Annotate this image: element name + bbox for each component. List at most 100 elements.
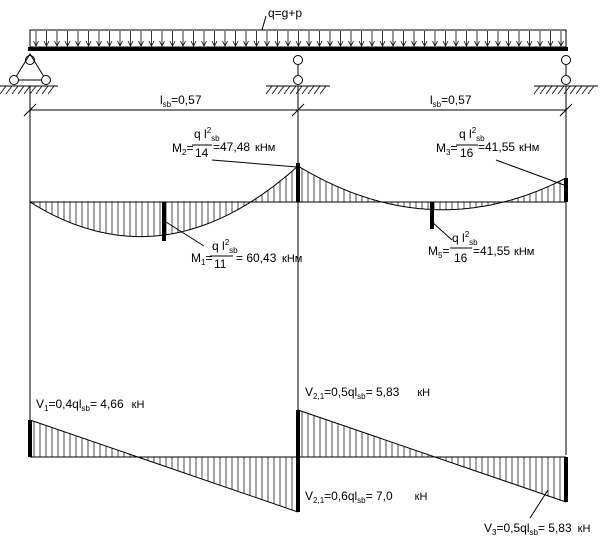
load-arrow-head bbox=[295, 40, 302, 47]
svg-text:кНм: кНм bbox=[514, 246, 534, 258]
load-arrow-head bbox=[180, 40, 186, 47]
svg-text:кНм: кНм bbox=[519, 142, 539, 154]
load-arrows bbox=[33, 31, 564, 47]
load-leader bbox=[261, 15, 267, 31]
hatch-stroke bbox=[551, 85, 559, 95]
moment-label-m3: M3= q l2sb 16 =41,55 кНм bbox=[436, 126, 539, 160]
moment-label-m2: M2= q l2sb 14 =47,48 кНм bbox=[172, 126, 275, 160]
load-arrow-head bbox=[400, 40, 407, 47]
hatch-stroke bbox=[539, 85, 547, 95]
load-arrow-head bbox=[211, 40, 218, 47]
leader-m3 bbox=[495, 159, 565, 186]
dimension-tick bbox=[23, 103, 37, 117]
load-arrow-head bbox=[537, 40, 543, 47]
load-arrow-head bbox=[148, 40, 155, 47]
hatch-stroke bbox=[23, 85, 31, 95]
load-arrow-head bbox=[106, 40, 113, 47]
load-arrow-head bbox=[411, 40, 417, 47]
shear-hatching bbox=[33, 411, 561, 510]
svg-text:M5=: M5= bbox=[428, 244, 449, 260]
load-arrow-head bbox=[442, 40, 449, 47]
load-arrow-head bbox=[285, 40, 291, 47]
load-arrow-head bbox=[379, 40, 386, 47]
hatch-stroke bbox=[271, 85, 279, 95]
load-arrow-head bbox=[358, 40, 365, 47]
load-arrow-head bbox=[432, 40, 438, 47]
load-arrow-head bbox=[337, 40, 344, 47]
hatch-stroke bbox=[35, 85, 43, 95]
support-right bbox=[533, 55, 598, 95]
load-arrow-head bbox=[159, 40, 165, 47]
hatch-stroke bbox=[277, 85, 285, 95]
hatch-stroke bbox=[313, 85, 321, 95]
hatch-stroke bbox=[575, 85, 583, 95]
load-arrow-head bbox=[232, 40, 239, 47]
load-arrow-head bbox=[33, 40, 39, 47]
svg-text:M1=: M1= bbox=[191, 251, 212, 267]
shear-line-span1 bbox=[29, 419, 299, 513]
load-arrow-head bbox=[369, 40, 375, 47]
load-arrow-head bbox=[453, 40, 459, 47]
support-triangle bbox=[13, 53, 47, 81]
ground-hatch bbox=[265, 85, 327, 95]
support-hinge bbox=[9, 75, 19, 85]
svg-text:=47,48: =47,48 bbox=[213, 140, 250, 154]
svg-text:кНм: кНм bbox=[282, 253, 302, 265]
svg-text:11: 11 bbox=[214, 257, 227, 271]
hatch-stroke bbox=[587, 85, 595, 95]
load-arrow-head bbox=[190, 40, 197, 47]
leader-v3 bbox=[529, 489, 549, 519]
leader-m5 bbox=[431, 221, 453, 241]
load-arrow-head bbox=[505, 40, 512, 47]
load-arrow-head bbox=[64, 40, 71, 47]
load-arrow-head bbox=[526, 40, 533, 47]
load-arrow-head bbox=[264, 40, 270, 47]
leader-m1 bbox=[165, 221, 205, 247]
load-arrow-head bbox=[390, 40, 396, 47]
load-arrow-head bbox=[222, 40, 228, 47]
hatch-stroke bbox=[17, 85, 25, 95]
load-arrow-head bbox=[127, 40, 134, 47]
load-arrow-head bbox=[558, 40, 564, 47]
support-hinge bbox=[561, 55, 571, 65]
hatch-stroke bbox=[569, 85, 577, 95]
hatch-stroke bbox=[41, 85, 49, 95]
hatch-stroke bbox=[545, 85, 553, 95]
load-arrow-head bbox=[547, 40, 554, 47]
svg-text:кНм: кНм bbox=[255, 142, 275, 154]
hatch-stroke bbox=[581, 85, 589, 95]
load-arrow-head bbox=[243, 40, 249, 47]
span-label-1: lsb=0,57 bbox=[160, 93, 202, 109]
load-arrow-head bbox=[96, 40, 102, 47]
hatch-stroke bbox=[0, 85, 7, 95]
load-arrow-head bbox=[474, 40, 480, 47]
hatch-stroke bbox=[307, 85, 315, 95]
dimension-tick bbox=[559, 103, 573, 117]
hatch-stroke bbox=[289, 85, 297, 95]
load-arrow-head bbox=[201, 40, 207, 47]
svg-text:= 60,43: = 60,43 bbox=[236, 251, 277, 265]
hatch-stroke bbox=[29, 85, 37, 95]
hatch-stroke bbox=[563, 85, 571, 95]
support-middle bbox=[265, 55, 330, 95]
shear-line-span2 bbox=[297, 409, 567, 503]
load-arrow-head bbox=[348, 40, 354, 47]
moment-label-m5: M5= q l2sb 16 =41,55 кНм bbox=[428, 230, 534, 265]
load-arrow-head bbox=[117, 40, 123, 47]
load-label: q=g+p bbox=[268, 6, 302, 20]
support-hinge bbox=[293, 55, 303, 65]
load-arrow-head bbox=[495, 40, 501, 47]
svg-text:M3=: M3= bbox=[436, 141, 457, 157]
hatch-stroke bbox=[5, 85, 13, 95]
hatch-stroke bbox=[11, 85, 19, 95]
load-arrow-head bbox=[463, 40, 470, 47]
support-hinge bbox=[293, 75, 303, 85]
hatch-stroke bbox=[283, 85, 291, 95]
load-arrow-head bbox=[54, 40, 60, 47]
span-label-2: lsb=0,57 bbox=[430, 93, 472, 109]
